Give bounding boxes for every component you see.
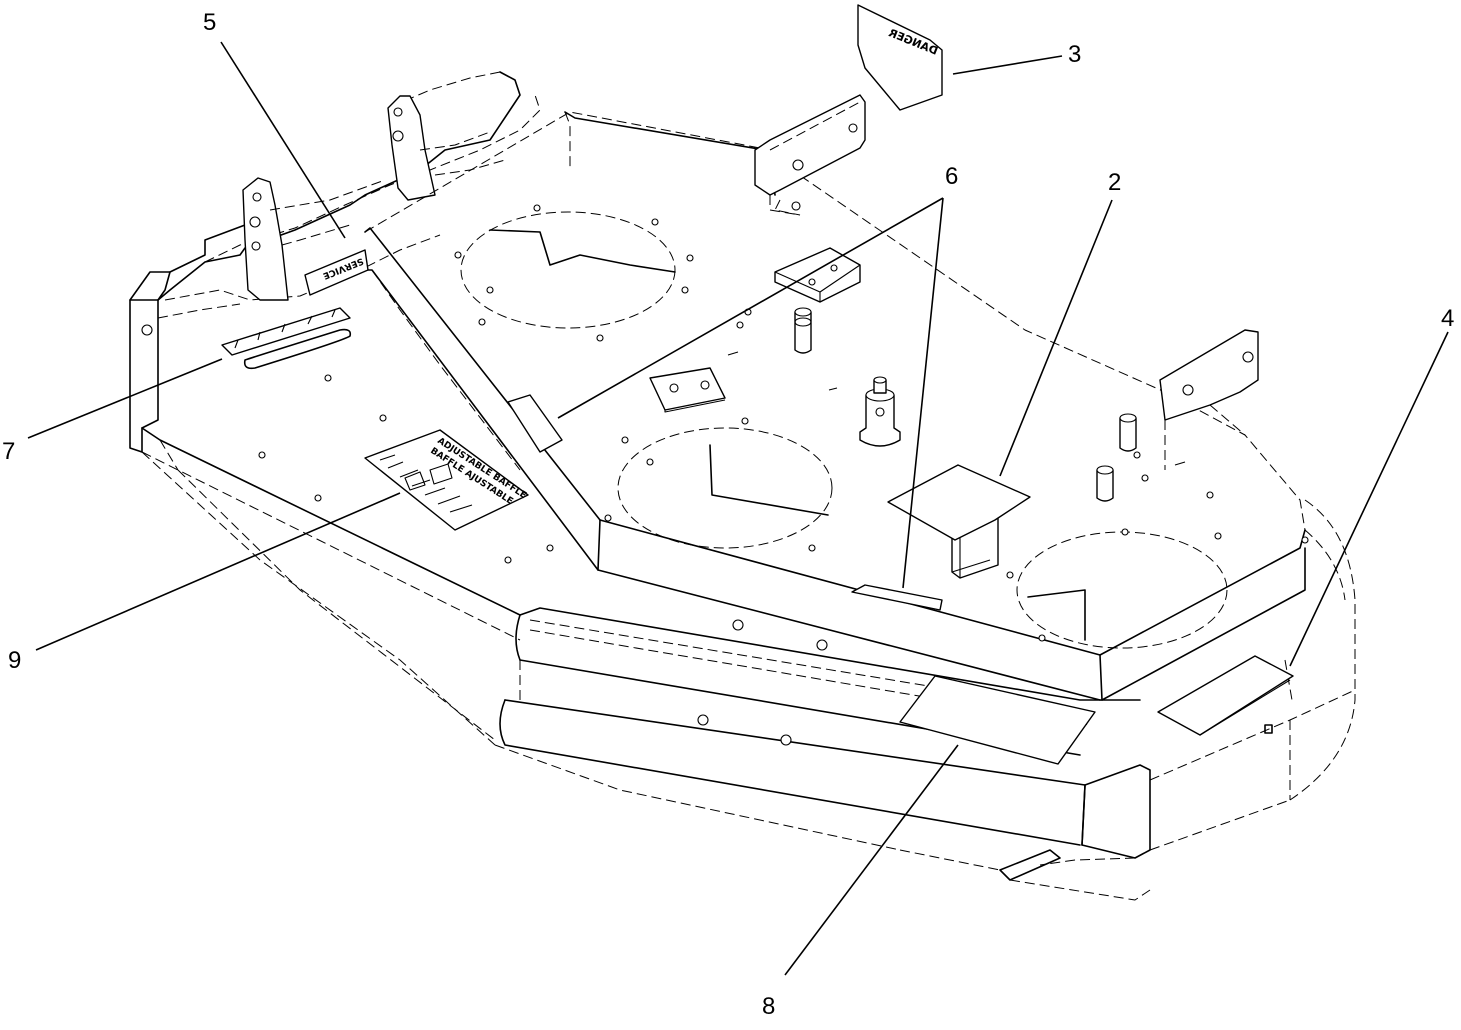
small-decal-front xyxy=(851,584,943,611)
callout-labels: 5 3 6 2 4 7 9 8 xyxy=(2,9,1454,1020)
adjustable-baffle-decal: ADJUSTABLE BAFFLE BAFFLE AJUSTABLE xyxy=(364,429,529,531)
corner-decal xyxy=(1157,655,1294,736)
height-adjust-slot xyxy=(243,328,352,370)
callout-8: 8 xyxy=(762,993,775,1020)
leader-lines xyxy=(27,41,1449,976)
blade-opening-center xyxy=(617,427,833,549)
top-plate-bracket xyxy=(774,247,861,303)
center-spindle xyxy=(859,376,901,447)
height-of-cut-decal xyxy=(221,307,351,356)
deck-body xyxy=(141,111,1356,901)
callout-2: 2 xyxy=(1108,169,1121,196)
callout-5: 5 xyxy=(203,9,216,36)
idler-plate xyxy=(649,367,726,413)
small-decal-left xyxy=(507,394,563,453)
callout-3: 3 xyxy=(1068,41,1081,68)
belt-cover-decal xyxy=(887,464,1031,541)
callout-6: 6 xyxy=(945,163,958,190)
rear-tag-decal: SERVICE xyxy=(304,249,369,296)
deck-holes xyxy=(258,204,1309,746)
spindle-pins xyxy=(794,307,1137,502)
callout-7: 7 xyxy=(2,438,15,465)
rear-right-bracket xyxy=(754,94,866,216)
callout-4: 4 xyxy=(1441,305,1454,332)
rear-wall xyxy=(129,71,541,453)
blade-opening-right xyxy=(1016,531,1228,649)
side-right-bracket xyxy=(1159,329,1259,470)
callout-9: 9 xyxy=(8,647,21,674)
danger-decal: DANGER xyxy=(857,4,943,111)
front-skirt-decal xyxy=(899,675,1096,765)
blade-opening-left xyxy=(460,211,676,329)
